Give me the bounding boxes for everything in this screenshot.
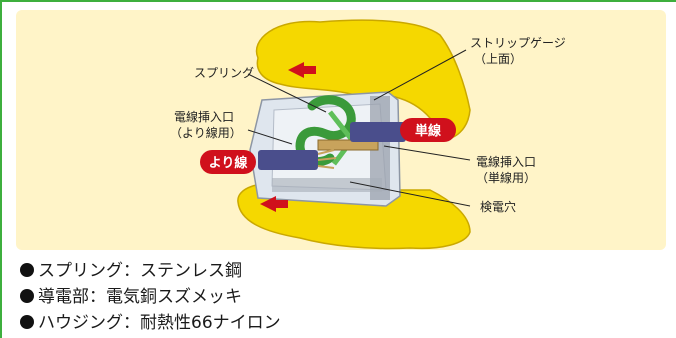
- spec-item: 導電部：電気銅スズメッキ: [20, 284, 660, 310]
- press-arrow-bottom: [260, 196, 288, 212]
- leader-test-hole: [349, 181, 471, 207]
- label-test-hole: 検電穴: [480, 199, 516, 214]
- housing-wall-bottom: [272, 178, 382, 192]
- label-spring: スプリング: [194, 66, 254, 80]
- leader-spring: [247, 73, 327, 113]
- tag-stranded-bg: [200, 150, 256, 174]
- copper-contact: [317, 139, 379, 151]
- label-strip-gauge-l1: ストリップゲージ: [470, 36, 566, 50]
- label-inlet-stranded-l2: （より線用）: [170, 125, 242, 140]
- tag-solid-bg: [400, 118, 456, 142]
- label-inlet-solid-l2: （単線用）: [476, 170, 536, 185]
- glove-top: [255, 19, 471, 141]
- leader-inlet-solid: [383, 145, 471, 161]
- spec-list: スプリング：ステンレス鋼 導電部：電気銅スズメッキ ハウジング：耐熱性66ナイロ…: [20, 258, 660, 336]
- spec-text: ハウジング：耐熱性66ナイロン: [38, 313, 281, 333]
- stranded-wire-tips: [317, 149, 337, 169]
- spec-text: 導電部：電気銅スズメッキ: [38, 287, 242, 307]
- top-border: [0, 0, 676, 2]
- bullet-icon: [20, 289, 34, 303]
- spec-item: ハウジング：耐熱性66ナイロン: [20, 310, 660, 336]
- press-arrow-top: [288, 62, 316, 78]
- label-inlet-solid-l1: 電線挿入口: [476, 154, 536, 169]
- tag-stranded-text: より線: [209, 155, 249, 171]
- spec-text: スプリング：ステンレス鋼: [38, 261, 242, 281]
- leader-strip-gauge: [373, 49, 467, 101]
- leader-inlet-stranded: [247, 129, 293, 145]
- tag-solid-text: 単線: [415, 123, 442, 139]
- bullet-icon: [20, 315, 34, 329]
- label-inlet-stranded-l1: 電線挿入口: [174, 109, 234, 124]
- spec-item: スプリング：ステンレス鋼: [20, 258, 660, 284]
- label-strip-gauge-l2: （上面）: [474, 52, 522, 66]
- stranded-wire: [258, 150, 318, 170]
- bullet-icon: [20, 263, 34, 277]
- left-border: [0, 0, 2, 338]
- solid-wire: [350, 122, 406, 142]
